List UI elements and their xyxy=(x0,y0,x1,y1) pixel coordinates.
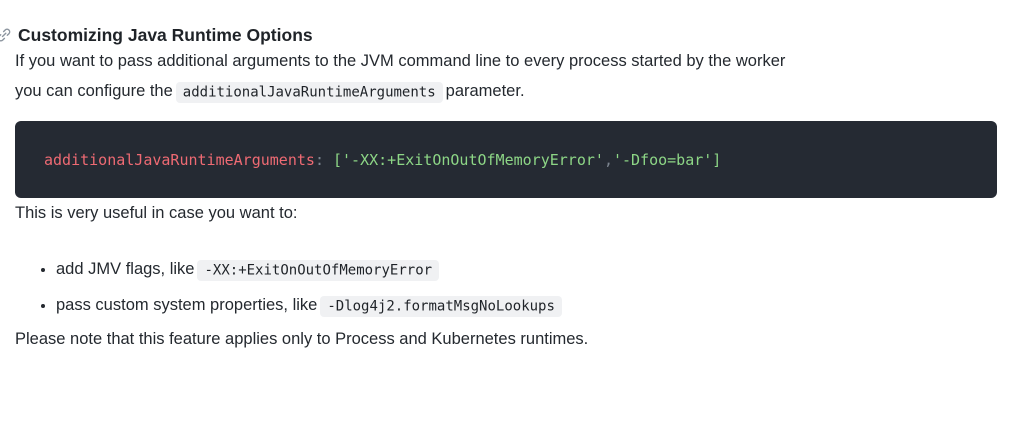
list-item: pass custom system properties, like-Dlog… xyxy=(56,288,997,324)
intro-line-2-after: parameter. xyxy=(445,82,525,100)
list-item-text: pass custom system properties, like xyxy=(56,296,318,314)
doc-section: Customizing Java Runtime Options If you … xyxy=(0,24,1015,354)
inline-code-system-property: -Dlog4j2.formatMsgNoLookups xyxy=(320,295,562,317)
inline-code-parameter-name: additionalJavaRuntimeArguments xyxy=(175,81,443,103)
code-token-array-second: '-Dfoo=bar'] xyxy=(612,150,722,169)
intro-paragraph: If you want to pass additional arguments… xyxy=(15,46,997,107)
code-token-key: additionalJavaRuntimeArguments xyxy=(44,150,315,169)
list-item: add JMV flags, like-XX:+ExitOnOutOfMemor… xyxy=(56,252,997,288)
yaml-code-block: additionalJavaRuntimeArguments: ['-XX:+E… xyxy=(15,121,997,198)
list-item-text: add JMV flags, like xyxy=(56,260,195,278)
intro-line-1: If you want to pass additional arguments… xyxy=(15,52,786,70)
list-intro-paragraph: This is very useful in case you want to: xyxy=(15,204,298,222)
section-heading: Customizing Java Runtime Options xyxy=(0,24,997,46)
footer-note-paragraph: Please note that this feature applies on… xyxy=(15,330,589,348)
use-case-list: add JMV flags, like-XX:+ExitOnOutOfMemor… xyxy=(15,252,997,324)
intro-line-2-before: you can configure the xyxy=(15,82,173,100)
page-title: Customizing Java Runtime Options xyxy=(18,25,313,45)
inline-code-jvm-flag: -XX:+ExitOnOutOfMemoryError xyxy=(197,259,440,281)
code-token-array-first: ['-XX:+ExitOnOutOfMemoryError' xyxy=(333,150,604,169)
code-token-colon: : xyxy=(314,150,333,169)
heading-anchor-link-icon[interactable] xyxy=(0,27,12,43)
code-token-comma: , xyxy=(603,150,613,169)
